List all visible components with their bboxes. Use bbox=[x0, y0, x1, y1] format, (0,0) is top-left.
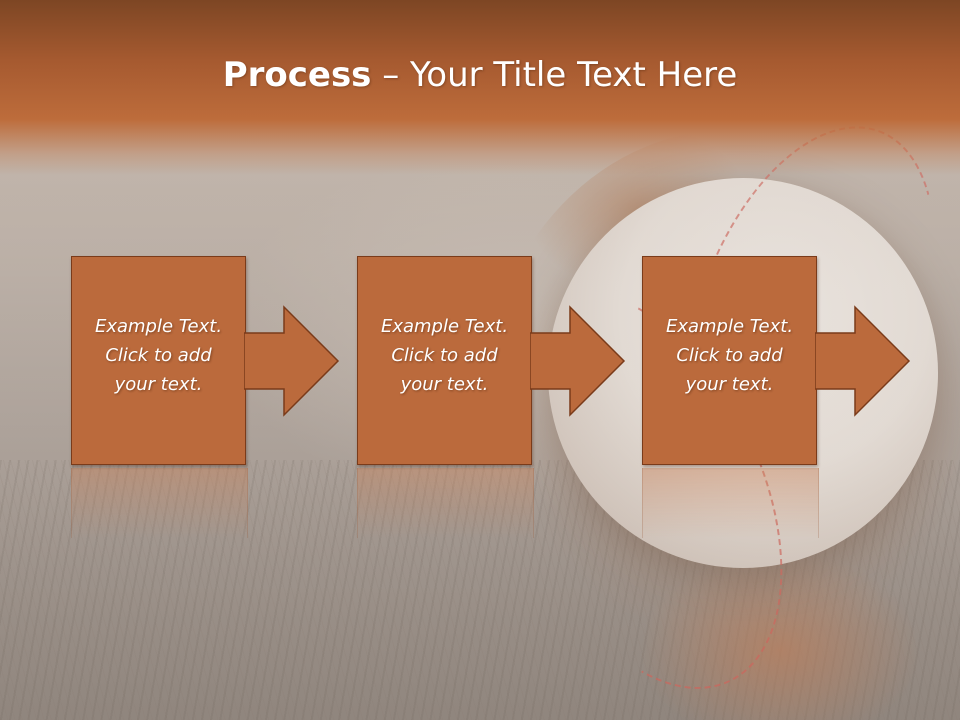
step-1-reflection bbox=[71, 468, 248, 538]
arrow-right-icon[interactable] bbox=[530, 305, 630, 417]
step-3-reflection bbox=[642, 468, 819, 538]
step-3-box[interactable] bbox=[642, 256, 817, 465]
step-2-reflection bbox=[357, 468, 534, 538]
step-1-line-2: Click to add bbox=[105, 345, 212, 366]
step-3-line-2: Click to add bbox=[676, 345, 783, 366]
step-3-line-1: Example Text. bbox=[665, 316, 794, 337]
arrow-1-shape bbox=[244, 305, 340, 417]
process-step-3[interactable]: Example Text. Click to add your text. bbox=[642, 256, 817, 466]
step-3-text[interactable]: Example Text. Click to add your text. bbox=[642, 312, 817, 399]
step-2-text[interactable]: Example Text. Click to add your text. bbox=[357, 312, 532, 399]
process-step-2[interactable]: Example Text. Click to add your text. bbox=[357, 256, 532, 466]
arrow-2-shape bbox=[530, 305, 626, 417]
arrow-right-icon[interactable] bbox=[244, 305, 344, 417]
title-band bbox=[0, 0, 960, 175]
step-2-line-1: Example Text. bbox=[380, 316, 509, 337]
title-rest: – Your Title Text Here bbox=[371, 55, 738, 95]
process-step-1[interactable]: Example Text. Click to add your text. bbox=[71, 256, 246, 466]
title-bold: Process bbox=[222, 55, 372, 95]
step-1-text[interactable]: Example Text. Click to add your text. bbox=[71, 312, 246, 399]
slide-title[interactable]: Process – Your Title Text Here bbox=[0, 52, 960, 98]
step-1-line-1: Example Text. bbox=[94, 316, 223, 337]
step-2-line-2: Click to add bbox=[391, 345, 498, 366]
step-2-line-3: your text. bbox=[400, 374, 489, 395]
step-1-box[interactable] bbox=[71, 256, 246, 465]
arrow-3-shape bbox=[815, 305, 911, 417]
arrow-right-icon[interactable] bbox=[815, 305, 915, 417]
step-3-line-3: your text. bbox=[685, 374, 774, 395]
step-2-box[interactable] bbox=[357, 256, 532, 465]
step-1-line-3: your text. bbox=[114, 374, 203, 395]
